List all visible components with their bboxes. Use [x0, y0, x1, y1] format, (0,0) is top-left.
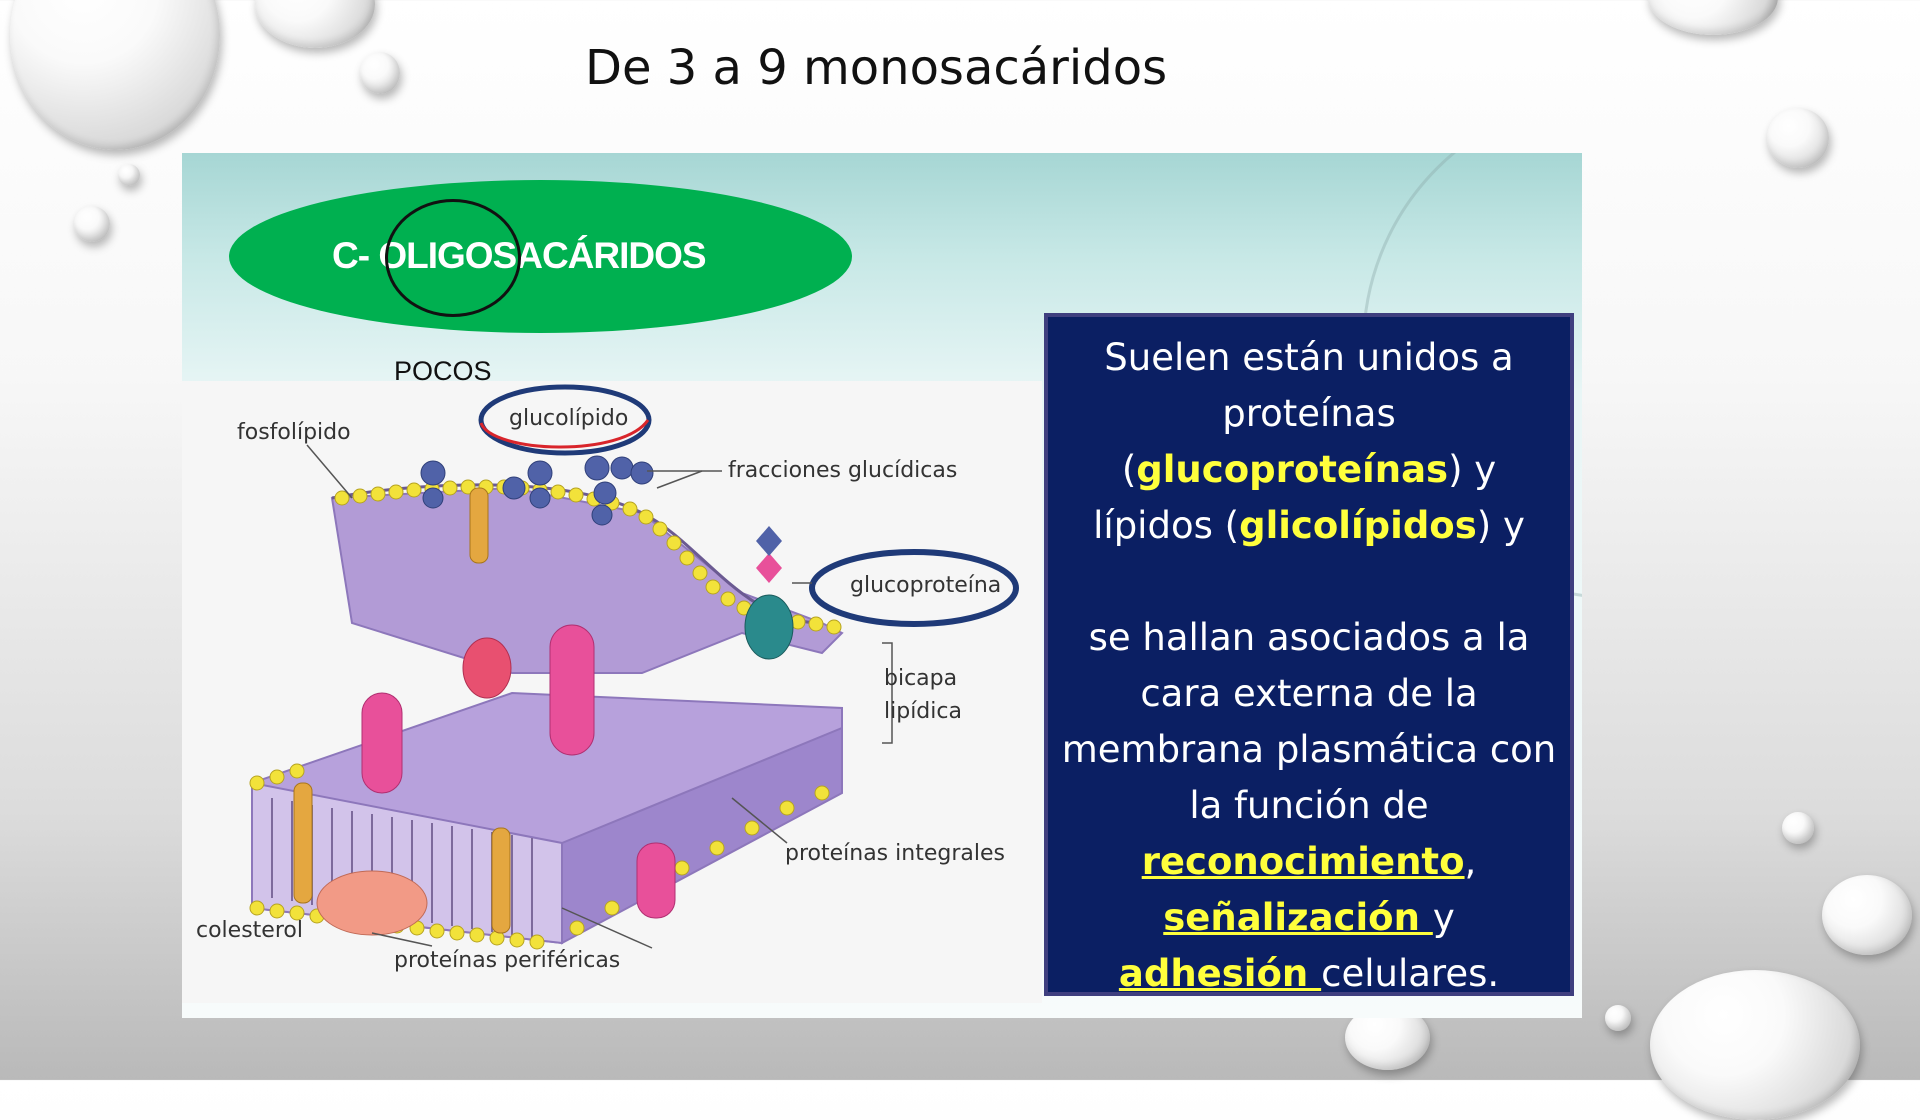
integral-protein — [549, 624, 595, 756]
peripheral-protein — [316, 870, 428, 936]
glycoprotein-sugar — [756, 553, 782, 583]
water-drop-decoration — [255, 0, 375, 48]
water-drop-decoration — [1650, 970, 1860, 1120]
peripheral-protein — [636, 842, 676, 919]
cholesterol — [293, 782, 313, 904]
water-drop-decoration — [1782, 812, 1814, 844]
cholesterol — [491, 827, 511, 934]
info-text: , — [1464, 840, 1477, 883]
info-line: lípidos (glicolípidos) y — [1048, 498, 1570, 554]
label-proteinas-perifericas: proteínas periféricas — [394, 948, 621, 973]
highlight-glicolipidos: glicolípidos — [1239, 504, 1477, 547]
slide-image: C- OLIGOSACÁRIDOS POCOS — [182, 153, 1582, 1018]
highlight-glucoproteinas: glucoproteínas — [1136, 448, 1449, 491]
glycoprotein — [744, 594, 794, 660]
info-line: Suelen están unidos a — [1104, 336, 1514, 379]
info-line: reconocimiento, — [1048, 834, 1570, 890]
info-box: Suelen están unidos a proteínas (glucopr… — [1044, 313, 1574, 996]
glucoproteina-oval — [809, 549, 1019, 627]
info-text: ( — [1121, 448, 1137, 491]
heading-circle-annotation — [385, 199, 521, 317]
cell-membrane-diagram — [249, 384, 1019, 950]
heading-ellipse — [229, 180, 852, 333]
water-drop-decoration — [1767, 108, 1829, 168]
label-lipidica: lipídica — [884, 699, 962, 724]
label-proteinas-integrales: proteínas integrales — [785, 841, 1005, 866]
info-text: lípidos ( — [1093, 504, 1240, 547]
info-text: celulares. — [1321, 952, 1500, 995]
highlight-senalizacion: señalización — [1163, 896, 1433, 939]
water-drop-decoration — [1822, 875, 1912, 955]
membrane-lower-side — [561, 726, 843, 945]
label-bicapa: bicapa — [884, 666, 958, 691]
integral-protein — [462, 637, 512, 699]
info-line: membrana plasmática con — [1061, 728, 1557, 771]
info-text: ) y — [1476, 504, 1525, 547]
water-drop-decoration — [360, 52, 400, 94]
label-fosfolipido: fosfolípido — [237, 420, 351, 445]
info-line: la función de — [1189, 784, 1429, 827]
page-title: De 3 a 9 monosacáridos — [585, 40, 1168, 96]
highlight-reconocimiento: reconocimiento — [1141, 840, 1465, 883]
info-line: (glucoproteínas) y — [1048, 442, 1570, 498]
water-drop-decoration — [1605, 1005, 1631, 1031]
water-drop-decoration — [74, 206, 110, 242]
info-text: y — [1432, 896, 1455, 939]
label-glucolipido: glucolípido — [509, 406, 629, 431]
water-drop-decoration — [118, 164, 140, 186]
info-line: proteínas — [1222, 392, 1396, 435]
info-line: adhesión celulares. — [1048, 946, 1570, 1002]
integral-protein — [361, 692, 403, 794]
info-line: señalización y — [1048, 890, 1570, 946]
water-drop-decoration — [1648, 0, 1778, 35]
pocos-label: POCOS — [394, 356, 492, 386]
label-glucoproteina: glucoproteína — [850, 573, 1002, 598]
info-text: ) y — [1448, 448, 1497, 491]
info-line: se hallan asociados a la — [1088, 616, 1530, 659]
glucolipido-red-mark — [479, 419, 650, 449]
cholesterol — [469, 487, 489, 564]
info-line: cara externa de la — [1140, 672, 1478, 715]
glucolipido-oval — [478, 384, 652, 456]
label-fracciones-glucidicas: fracciones glucídicas — [728, 458, 958, 483]
highlight-adhesion: adhesión — [1118, 952, 1322, 995]
info-spacer — [1048, 554, 1570, 610]
water-drop-decoration — [10, 0, 220, 150]
label-colesterol: colesterol — [196, 918, 303, 943]
glycoprotein-sugar — [756, 526, 782, 556]
